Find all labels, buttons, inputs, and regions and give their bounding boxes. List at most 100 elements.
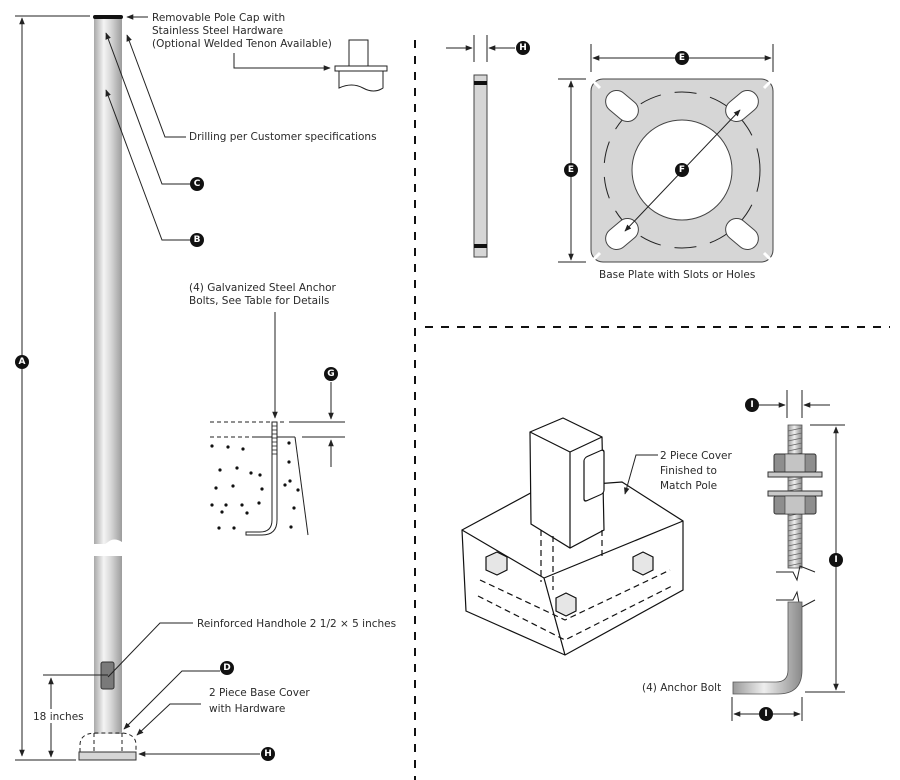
handhole-callout: Reinforced Handhole 2 1/2 × 5 inches: [107, 618, 396, 678]
aggregate-dot: [232, 526, 236, 530]
cover-callout: 2 Piece Cover Finished to Match Pole: [624, 450, 732, 495]
aggregate-dot: [249, 471, 253, 475]
callout-c-badge: [190, 177, 204, 191]
callout-c: C: [105, 32, 204, 191]
thread-line: [787, 447, 803, 452]
thread-line: [787, 552, 803, 557]
base-cover-callout: 2 Piece Base Cover with Hardware: [136, 687, 310, 736]
base-cover-label-line2: with Hardware: [209, 703, 285, 715]
cover-label-line3: Match Pole: [660, 480, 717, 492]
callout-d: D: [123, 661, 234, 730]
drilling-leader: [126, 34, 186, 138]
callout-i-vertical-label: I: [834, 555, 837, 565]
bolt-circle: [603, 91, 761, 249]
aggregate-dot: [226, 445, 230, 449]
thread-line: [787, 532, 803, 537]
cover-column: [529, 417, 605, 549]
callout-g-badge: [324, 367, 338, 381]
pole-cap-callout: Removable Pole Cap with Stainless Steel …: [126, 12, 332, 50]
thread-line: [787, 517, 803, 522]
aggregate-dot: [292, 506, 296, 510]
upper-washer: [767, 471, 823, 478]
plate-edge-band-bottom: [474, 244, 487, 248]
cover-label-line1: 2 Piece Cover: [660, 450, 732, 462]
callout-c-leader: [105, 32, 190, 185]
base-cover-outline: [79, 732, 137, 752]
callout-b-label: B: [194, 235, 201, 245]
callout-i-bottom-badge: [759, 707, 773, 721]
hidden-plate-lines: [477, 530, 673, 641]
callout-i-top-badge: [745, 398, 759, 412]
pole-elevation: [78, 15, 137, 761]
callout-e-vertical-label: E: [568, 165, 574, 175]
cap-label-line2: Stainless Steel Hardware: [152, 25, 283, 37]
aggregate-dot: [235, 466, 239, 470]
callout-a-badge: [15, 355, 29, 369]
cover-label-line2: Finished to: [660, 465, 717, 477]
lower-washer: [767, 490, 823, 497]
pole-break-gap: [94, 539, 122, 559]
anchor-bolt-label: (4) Anchor Bolt: [642, 682, 721, 694]
base-plate-top-view: E E F Base Plate with Slots or Holes: [558, 44, 774, 281]
aggregate-dot: [245, 511, 249, 515]
aggregate-dot: [220, 510, 224, 514]
pole-base-plate: [78, 751, 137, 761]
upper-nut-face: [784, 453, 806, 473]
cap-label-line1: Removable Pole Cap with: [152, 12, 285, 24]
callout-b: B: [105, 89, 204, 247]
callout-g-label: G: [327, 369, 334, 379]
aggregate-dot: [296, 488, 300, 492]
thread-line: [787, 432, 803, 437]
aggregate-dot: [288, 479, 292, 483]
handhole-height-label: 18 inches: [33, 711, 84, 723]
thread-line: [787, 522, 803, 527]
dimension-handhole-height: 18 inches: [30, 674, 108, 758]
base-cover-label-line1: 2 Piece Base Cover: [209, 687, 310, 699]
callout-b-leader: [105, 89, 190, 241]
aggregate-dot: [241, 447, 245, 451]
callout-h-pole-label: H: [264, 749, 272, 759]
pole-upper-shaft: [94, 16, 122, 544]
tenon-flange: [334, 65, 388, 72]
plate-edge: [473, 74, 488, 258]
base-box-front-corner: [543, 577, 566, 656]
aggregate-dot: [283, 483, 287, 487]
thread-line: [787, 547, 803, 552]
iso-bolt-front: [555, 592, 577, 617]
pole-lower-shaft: [94, 556, 122, 734]
base-plate-caption: Base Plate with Slots or Holes: [599, 269, 755, 281]
aggregate-dot: [240, 503, 244, 507]
base-plate-side-view: H: [446, 35, 530, 258]
thread-line: [787, 562, 803, 567]
foundation-edge: [294, 436, 309, 536]
aggregate-dot: [258, 473, 262, 477]
callout-h-pole-badge: [261, 747, 275, 761]
thread-line: [787, 442, 803, 447]
base-cover-isometric: [461, 417, 684, 656]
drilling-callout: Drilling per Customer specifications: [126, 34, 377, 143]
callout-b-badge: [190, 233, 204, 247]
base-cover-leader: [136, 703, 201, 736]
corner-notches: [590, 78, 774, 263]
callout-e-horizontal-label: E: [679, 53, 685, 63]
handhole-leader: [107, 622, 193, 678]
lower-nut-face: [784, 495, 806, 515]
callout-h-pole: H: [138, 747, 275, 761]
thread-line: [787, 437, 803, 442]
aggregate-dot: [224, 503, 228, 507]
callout-h-plate-label: H: [519, 43, 527, 53]
j-bolt-hook: [732, 601, 803, 695]
thread-line: [787, 537, 803, 542]
aggregate-dot: [218, 468, 222, 472]
aggregate-dot: [210, 444, 214, 448]
cover-leader: [624, 454, 658, 495]
thread-line: [787, 557, 803, 562]
callout-i-vertical-badge: [829, 553, 843, 567]
callout-i-bottom-label: I: [764, 709, 767, 719]
iso-bolt-right: [632, 551, 654, 576]
callout-d-leader: [123, 670, 220, 730]
anchor-detail-label-line1: (4) Galvanized Steel Anchor: [189, 282, 337, 294]
callout-d-label: D: [223, 663, 230, 673]
aggregate-dot: [210, 503, 214, 507]
